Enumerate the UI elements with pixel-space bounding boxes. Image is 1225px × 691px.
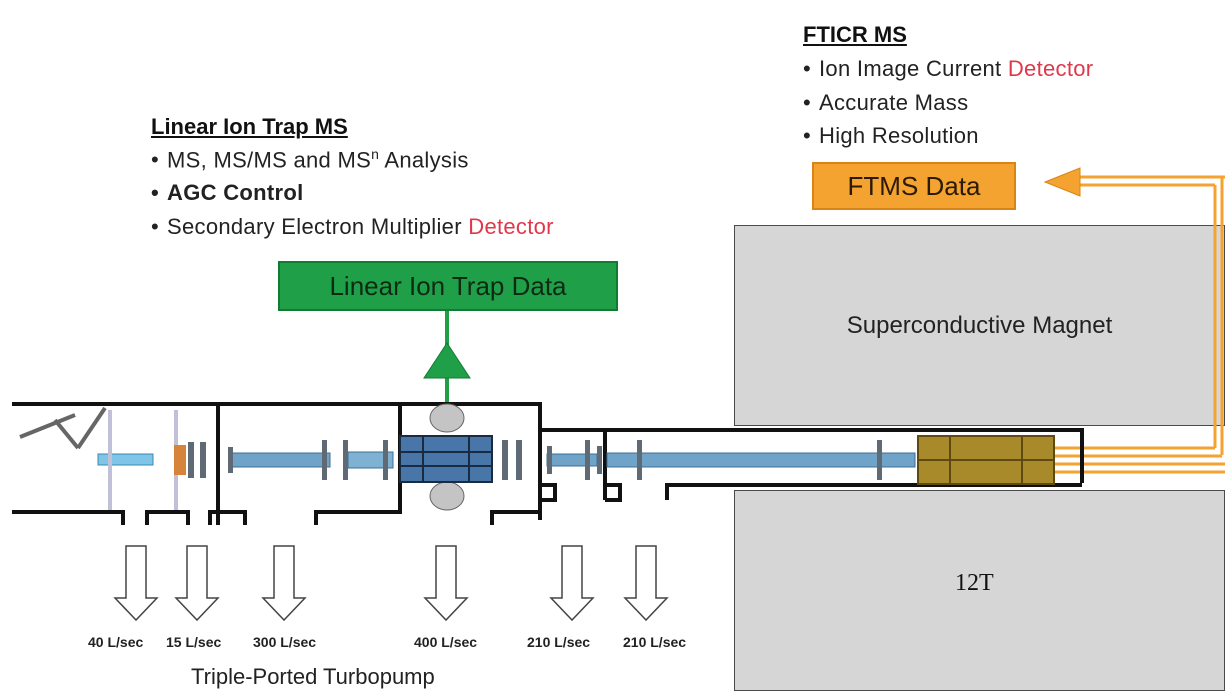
lit-detector-highlight: Detector — [468, 214, 554, 239]
lit-detector-upper — [429, 403, 465, 433]
magnet-field-label: 12T — [955, 570, 994, 596]
fticr-bullet-mass: •Accurate Mass — [803, 90, 969, 115]
lit-bullet-analysis-pre: MS, MS/MS and MS — [167, 147, 372, 173]
ion-transfer-capillary — [97, 453, 154, 466]
pump-arrow-icon — [261, 545, 307, 622]
fticr-bullet-resolution-text: High Resolution — [819, 123, 979, 148]
fticr-heading: FTICR MS — [803, 22, 907, 47]
pump-arrows — [113, 545, 669, 622]
lit-bullet-analysis-post: Analysis — [379, 147, 469, 173]
fticr-bullet-detector: •Ion Image Current Detector — [803, 56, 1094, 81]
lit-heading: Linear Ion Trap MS — [151, 114, 348, 139]
superconductive-magnet-upper: Superconductive Magnet — [734, 225, 1225, 426]
pump-rate-2: 15 L/sec — [166, 634, 222, 650]
pump-rate-6: 210 L/sec — [623, 634, 687, 650]
pump-rate-4: 400 L/sec — [414, 634, 478, 650]
pump-arrow-icon — [113, 545, 159, 622]
ion-source-needle-icon — [19, 406, 107, 450]
pump-arrow-icon — [549, 545, 595, 622]
lit-bullet-detector: •Secondary Electron Multiplier Detector — [151, 214, 554, 239]
magnet-label: Superconductive Magnet — [846, 311, 1113, 339]
pump-rate-5: 210 L/sec — [527, 634, 591, 650]
fticr-bullet-mass-text: Accurate Mass — [819, 90, 969, 115]
vacuum-housing — [12, 402, 1084, 525]
pump-arrow-icon — [423, 545, 469, 622]
fticr-bullet-resolution: •High Resolution — [803, 123, 979, 148]
lit-bullet-agc-text: AGC Control — [167, 180, 304, 205]
linear-ion-trap — [399, 435, 493, 483]
superconductive-magnet-lower: 12T — [734, 490, 1225, 691]
lit-detector-lower — [429, 481, 465, 511]
ion-guide-q00 — [229, 452, 331, 468]
fticr-bullet-detector-text: Ion Image Current — [819, 56, 1008, 81]
pump-rate-1: 40 L/sec — [88, 634, 144, 650]
ftms-detector-arrow-icon — [1043, 167, 1081, 197]
pump-arrow-icon — [174, 545, 220, 622]
lit-bullet-detector-text: Secondary Electron Multiplier — [167, 214, 469, 239]
transfer-octopole — [606, 452, 916, 468]
fticr-detector-highlight: Detector — [1007, 56, 1094, 81]
lit-bullet-analysis: •MS, MS/MS and MSn Analysis — [151, 146, 469, 173]
ftms-data-box: FTMS Data — [812, 162, 1016, 210]
turbopump-label: Triple-Ported Turbopump — [191, 664, 435, 689]
linear-ion-trap-data-box: Linear Ion Trap Data — [278, 261, 618, 311]
lit-bullet-agc: •AGC Control — [151, 180, 304, 205]
pump-arrow-icon — [623, 545, 669, 622]
skimmer — [174, 445, 186, 475]
lit-detector-arrow-icon — [423, 342, 471, 379]
ion-lenses — [188, 440, 882, 480]
ftms-signal-lines — [1055, 175, 1225, 474]
icr-cell — [917, 435, 1055, 485]
capillary-support — [108, 410, 112, 510]
lit-bullet-analysis-sup: n — [371, 146, 380, 162]
pump-rate-3: 300 L/sec — [253, 634, 317, 650]
